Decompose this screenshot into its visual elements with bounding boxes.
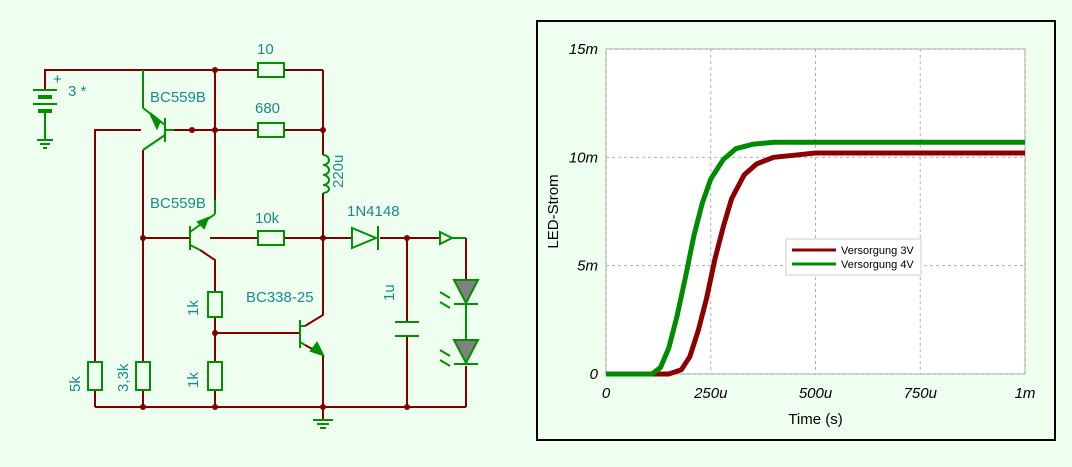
battery-symbol [33, 89, 57, 149]
battery-plus-label: + [53, 71, 62, 88]
chart-grid [605, 48, 1026, 375]
resistor-5k-symbol [87, 361, 103, 391]
r-1k-a-label: 1k [185, 300, 202, 316]
y-tick-label: 5m [577, 258, 598, 275]
r-10k-label: 10k [255, 210, 280, 227]
y-tick-label: 0 [590, 366, 599, 383]
x-tick-label: 500u [799, 385, 833, 402]
x-axis-label: Time (s) [788, 411, 842, 428]
r-top-label: 10 [257, 41, 274, 58]
inductor-symbol [322, 154, 330, 194]
led-1-symbol [439, 279, 480, 340]
resistor-10-symbol [257, 62, 285, 78]
diode-symbol [351, 226, 379, 250]
wires [44, 69, 467, 420]
legend-entry: Versorgung 3V [841, 245, 914, 257]
series-line-2 [606, 139, 1025, 377]
junctions [140, 67, 410, 410]
x-tick-label: 250u [693, 385, 728, 402]
r-3k3-label: 3,3k [115, 363, 132, 392]
probe-arrow [439, 230, 455, 246]
inductor-label: 220u [330, 155, 347, 188]
cap-label: 1u [381, 284, 398, 301]
transistor-q1-symbol [142, 70, 174, 151]
battery-label: 3 * [68, 83, 87, 100]
q1-label: BC559B [150, 89, 206, 106]
capacitor-symbol [395, 321, 419, 337]
led-2-symbol [439, 339, 480, 367]
y-axis-label: LED-Strom [545, 174, 562, 248]
chart-legend: Versorgung 3V Versorgung 4V [785, 238, 922, 276]
r-1k-b-label: 1k [185, 372, 202, 388]
chart-ticks: 0 250u 500u 750u 1m 0 5m 10m 15m [569, 41, 1036, 402]
circuit-schematic: + 3 * BC559B BC559B BC338-25 10 680 10k … [33, 41, 480, 429]
q2-label: BC559B [150, 195, 206, 212]
r-5k-label: 5k [67, 376, 84, 392]
resistor-3k3-symbol [135, 361, 151, 391]
resistor-10k-symbol [257, 230, 285, 246]
x-tick-label: 0 [602, 385, 611, 402]
resistor-680-symbol [257, 122, 285, 138]
components [33, 62, 480, 429]
resistor-1k-b-symbol [207, 361, 223, 391]
resistor-1k-a-symbol [207, 291, 223, 318]
legend-entry: Versorgung 4V [841, 259, 914, 271]
transistor-q2-symbol [189, 200, 216, 251]
x-tick-label: 750u [904, 385, 938, 402]
chart-series [606, 139, 1025, 377]
y-tick-label: 10m [569, 149, 598, 166]
r-680-label: 680 [255, 100, 280, 117]
transistor-q3-symbol [299, 320, 325, 357]
legend-box [785, 238, 922, 276]
diode-label: 1N4148 [347, 203, 400, 220]
x-tick-label: 1m [1015, 385, 1036, 402]
ground-symbol [313, 419, 333, 429]
q3-label: BC338-25 [246, 289, 314, 306]
y-tick-label: 15m [569, 41, 598, 58]
series-line-1 [606, 150, 1025, 377]
